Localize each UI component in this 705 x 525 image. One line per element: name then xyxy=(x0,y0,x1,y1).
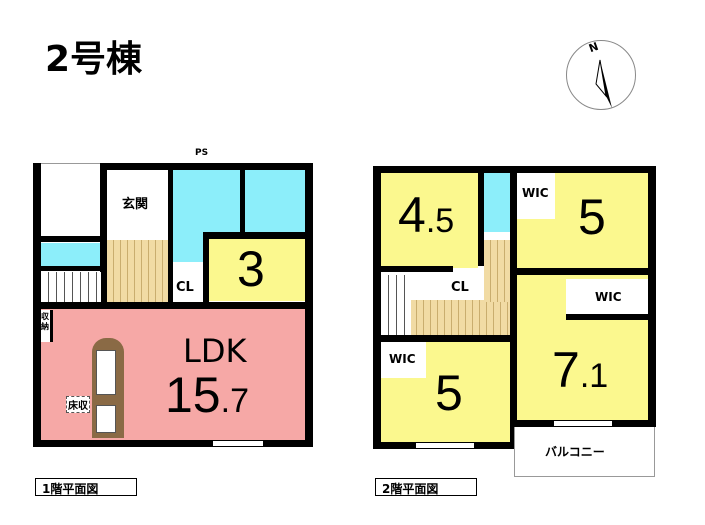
toilet-2f xyxy=(484,173,510,232)
hallway-2f-upper xyxy=(484,240,510,302)
closet-2f xyxy=(450,272,475,300)
wic-bottom-label: WIC xyxy=(389,352,416,366)
ldk-label: LDK xyxy=(183,332,247,370)
room-5-bottom-size: 5 xyxy=(435,365,463,421)
bathroom xyxy=(244,170,305,232)
room-4-5-dec: .5 xyxy=(425,202,455,240)
room-5-top-size: 5 xyxy=(578,189,606,245)
room-7-1-int: 7 xyxy=(552,342,580,398)
wic-top xyxy=(517,173,555,219)
window-2f-b xyxy=(553,420,613,427)
floor-storage-label: 床収 xyxy=(66,396,90,413)
hallway-2f xyxy=(410,300,510,335)
balcony xyxy=(514,427,655,477)
toilet xyxy=(41,243,100,266)
window-2f xyxy=(415,442,475,449)
room-3-size: 3 xyxy=(237,241,265,297)
floor1-caption: 1階平面図 xyxy=(35,478,137,496)
hallway xyxy=(107,240,168,302)
closet-label: CL xyxy=(176,280,194,295)
window xyxy=(212,440,264,447)
wic-top-label: WIC xyxy=(522,186,549,200)
wic-bottom xyxy=(381,342,426,378)
room-7-1-dec: .1 xyxy=(579,357,609,395)
room-4-5-int: 4 xyxy=(398,187,426,243)
storage-label: 収納 xyxy=(41,312,49,331)
floor2-caption: 2階平面図 xyxy=(375,478,477,496)
ldk-size-int: 15 xyxy=(165,367,221,423)
closet-2f-label: CL xyxy=(451,280,469,295)
closet xyxy=(174,275,202,301)
stove xyxy=(96,405,116,433)
room-3 xyxy=(209,239,305,301)
room-4-5-size: 4.5 xyxy=(398,190,454,240)
stairs-2f[interactable] xyxy=(381,275,411,335)
stairs[interactable] xyxy=(41,272,101,302)
sink xyxy=(96,350,116,395)
entrance-label: 玄関 xyxy=(122,197,149,212)
ldk xyxy=(41,309,305,440)
wic-right xyxy=(566,279,648,320)
ps-label: PS xyxy=(195,148,209,158)
room-7-1-size: 7.1 xyxy=(552,345,608,395)
page-title: 2号棟 xyxy=(45,39,143,80)
ldk-size: 15.7 xyxy=(165,370,249,420)
ldk-size-dec: .7 xyxy=(220,382,249,420)
wic-right-label: WIC xyxy=(595,290,622,304)
compass: N xyxy=(566,40,636,110)
storage xyxy=(41,310,53,342)
entrance xyxy=(107,170,169,238)
north-arrow-icon xyxy=(595,59,612,108)
balcony-label: バルコニー xyxy=(545,445,605,459)
room-4-5 xyxy=(381,173,478,268)
